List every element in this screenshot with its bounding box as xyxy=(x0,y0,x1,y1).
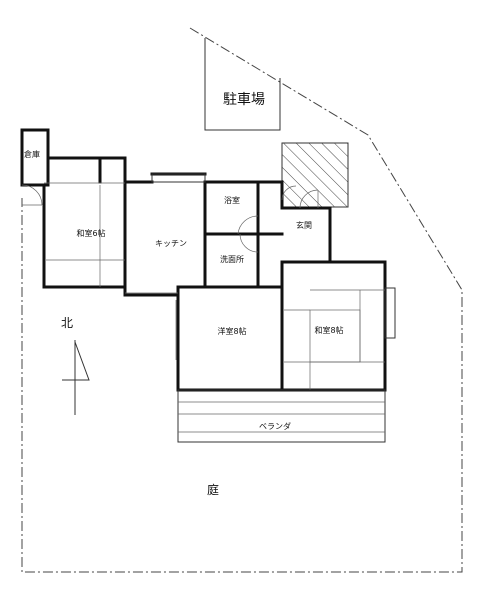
label-parking: 駐車場 xyxy=(223,91,265,108)
window-frames xyxy=(44,173,396,360)
property-boundary xyxy=(21,27,463,573)
label-entrance: 玄関 xyxy=(296,220,312,230)
door-swings xyxy=(237,185,319,253)
label-garden: 庭 xyxy=(207,482,219,497)
label-north: 北 xyxy=(61,316,73,330)
label-washitsu6: 和室6帖 xyxy=(76,228,105,238)
label-bath: 浴室 xyxy=(224,195,240,205)
label-youshitsu8: 洋室8帖 xyxy=(217,326,246,336)
tatami-washitsu8 xyxy=(284,289,385,390)
entrance-porch-hatch xyxy=(281,142,349,208)
label-washroom: 洗面所 xyxy=(220,254,244,264)
label-veranda: ベランダ xyxy=(259,421,291,431)
tatami-washitsu6 xyxy=(46,185,125,287)
veranda-boards xyxy=(177,389,386,443)
parking-outline xyxy=(204,38,281,131)
label-kitchen: キッチン xyxy=(155,239,187,248)
label-storage: 倉庫 xyxy=(24,149,40,159)
north-arrow-icon xyxy=(62,340,90,415)
label-washitsu8: 和室8帖 xyxy=(314,325,343,335)
